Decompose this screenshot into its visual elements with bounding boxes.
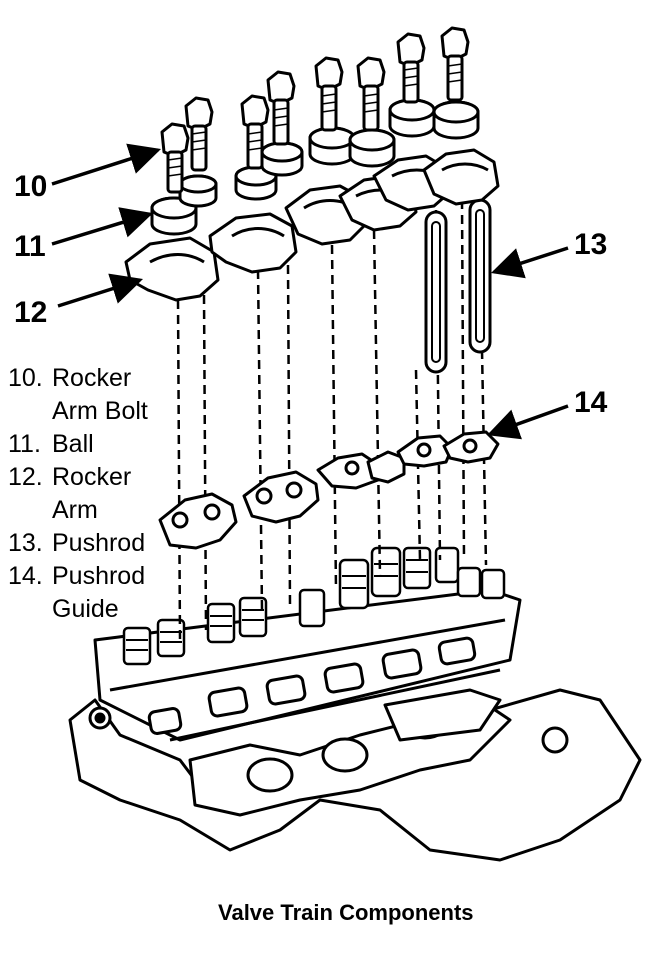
legend: 10. Rocker Arm Bolt 11. Ball 12. Rocker … — [8, 362, 148, 626]
legend-label: Rocker — [52, 463, 132, 491]
callout-10: 10 — [14, 170, 48, 203]
legend-number: 12. — [8, 463, 43, 491]
legend-number: 14. — [8, 562, 43, 590]
cylinder-head-illustration — [68, 546, 642, 862]
legend-label: Rocker — [52, 364, 132, 392]
arrow-12 — [57, 273, 144, 308]
legend-label: Arm — [52, 496, 98, 524]
arrow-11 — [51, 207, 154, 246]
rocker-arms — [124, 148, 500, 302]
legend-number: 11. — [8, 430, 41, 458]
legend-number: 10. — [8, 364, 43, 392]
callout-11: 11 — [14, 230, 46, 263]
diagram-caption: Valve Train Components — [218, 900, 474, 925]
pushrods — [424, 198, 492, 374]
legend-label: Ball — [52, 430, 94, 458]
legend-item: 14. Pushrod Guide — [8, 560, 148, 626]
rocker-arm-bolts — [160, 26, 470, 194]
legend-label: Pushrod — [52, 529, 146, 557]
callout-12: 12 — [14, 296, 48, 329]
legend-item: 12. Rocker Arm — [8, 461, 148, 527]
legend-label: Arm Bolt — [52, 397, 148, 425]
legend-number: 13. — [8, 529, 43, 557]
legend-label: Guide — [52, 595, 119, 623]
arrow-13 — [491, 246, 569, 279]
legend-label: Pushrod — [52, 562, 146, 590]
arrow-10 — [51, 143, 161, 186]
arrow-14 — [487, 404, 569, 440]
callout-arrows — [51, 143, 569, 440]
pushrod-guides — [158, 430, 500, 550]
legend-item: 13. Pushrod — [8, 527, 148, 560]
legend-item: 10. Rocker Arm Bolt — [8, 362, 148, 428]
callout-13: 13 — [574, 228, 608, 261]
rocker-balls — [150, 98, 480, 236]
legend-item: 11. Ball — [8, 428, 148, 461]
callout-14: 14 — [574, 386, 608, 419]
